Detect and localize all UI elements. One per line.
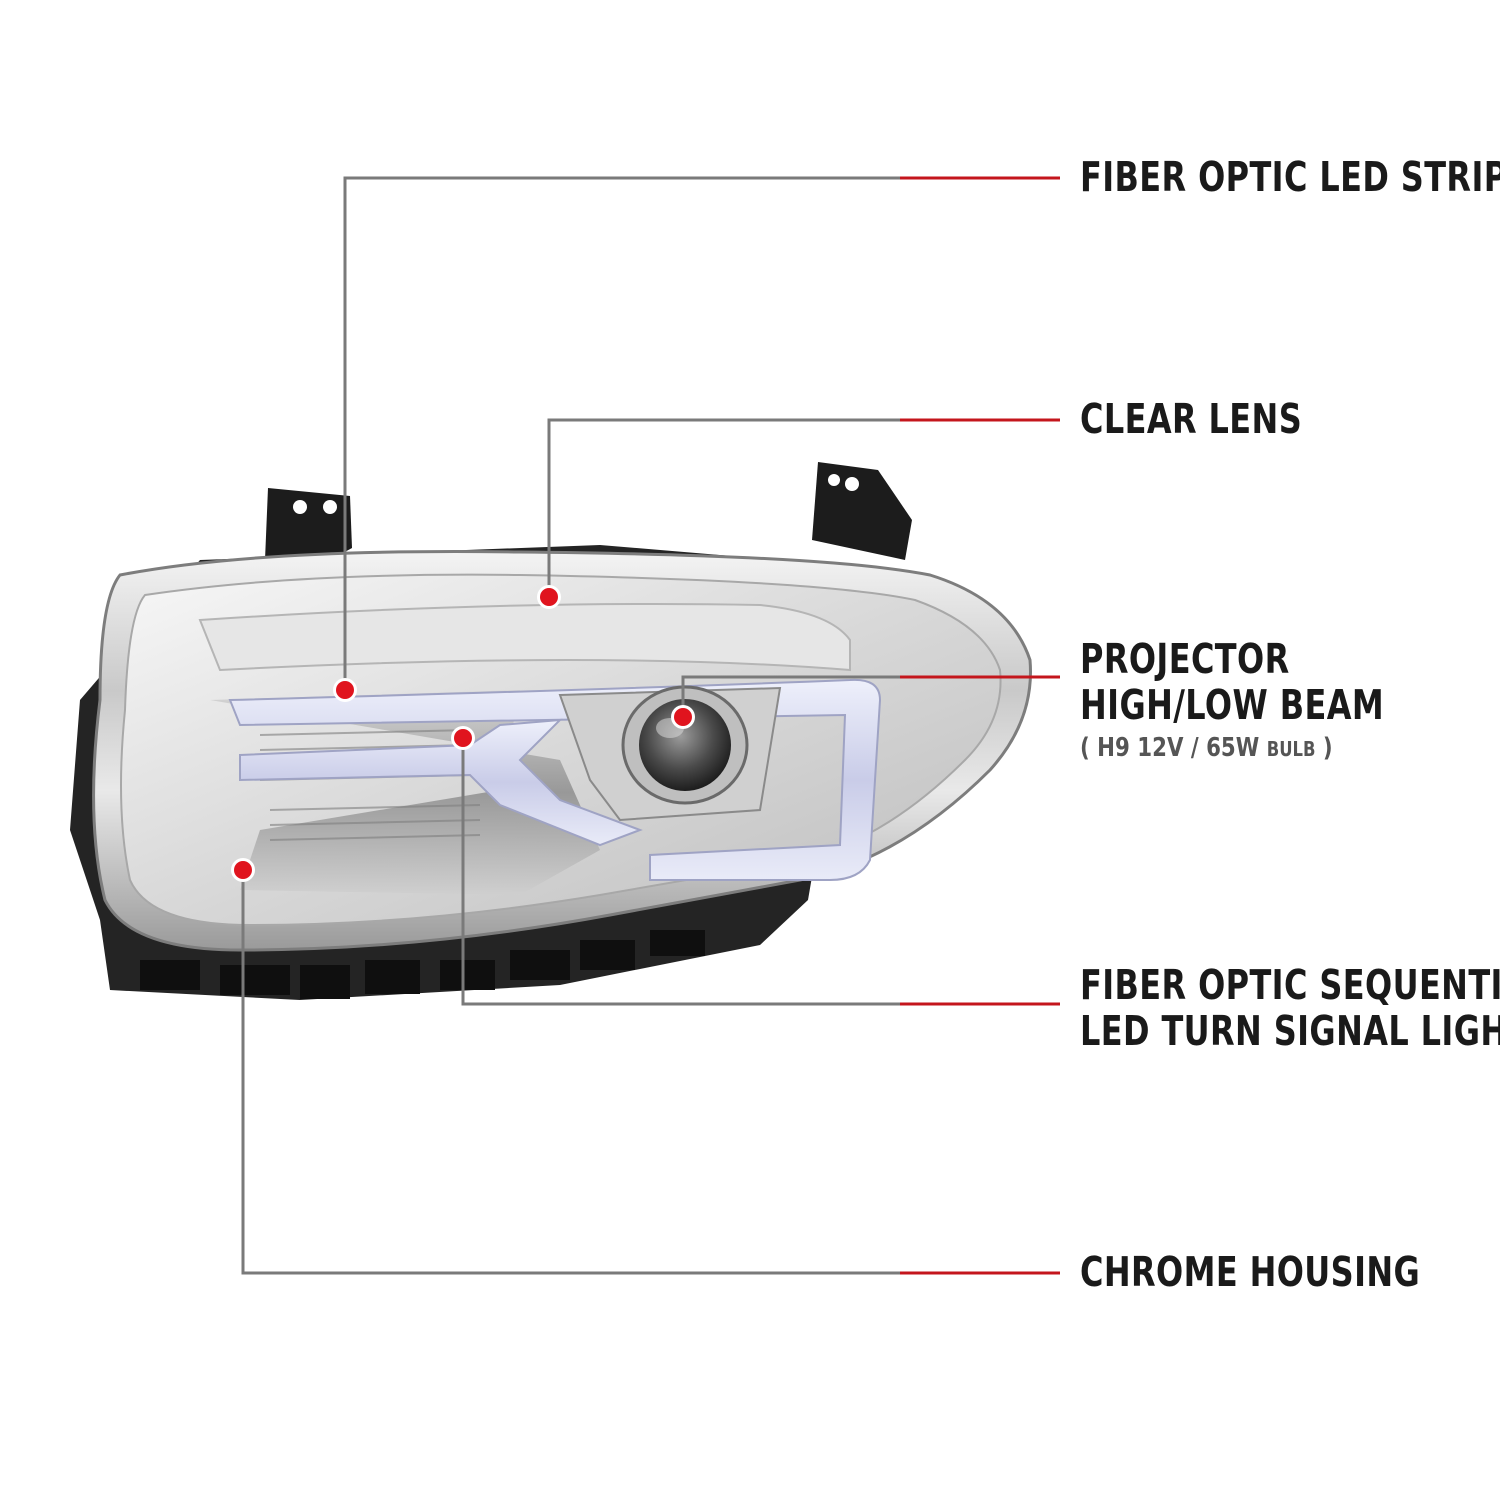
bulb-open-paren: ( bbox=[1080, 733, 1090, 763]
label-clear-lens: CLEAR LENS bbox=[1080, 395, 1303, 443]
bulb-word: BULB bbox=[1266, 737, 1316, 761]
label-projector: PROJECTOR HIGH/LOW BEAM bbox=[1080, 635, 1385, 729]
label-chrome-housing: CHROME HOUSING bbox=[1080, 1248, 1421, 1296]
fiber-optic-led-strip bbox=[228, 678, 882, 881]
label-projector-line1: PROJECTOR bbox=[1080, 635, 1290, 683]
bulb-main: H9 12V / 65W bbox=[1097, 733, 1260, 763]
lens-brow bbox=[198, 603, 851, 672]
mounting-tabs bbox=[265, 462, 912, 560]
label-fiber-optic-led-strip: FIBER OPTIC LED STRIP bbox=[1080, 153, 1500, 201]
label-sequential-line2: LED TURN SIGNAL LIGHTS bbox=[1080, 1006, 1500, 1055]
sequential-turn-signal-strip bbox=[239, 718, 643, 847]
dot-clear-lens bbox=[537, 585, 561, 609]
bulb-close-paren: ) bbox=[1322, 733, 1333, 763]
label-sequential-line1: FIBER OPTIC SEQUENTIAL bbox=[1080, 961, 1500, 1009]
label-bulb-spec: ( H9 12V / 65W BULB ) bbox=[1080, 733, 1333, 763]
label-projector-line2: HIGH/LOW BEAM bbox=[1080, 680, 1385, 729]
indicator-dots bbox=[231, 585, 695, 882]
projector-housing bbox=[558, 685, 782, 822]
label-sequential: FIBER OPTIC SEQUENTIAL LED TURN SIGNAL L… bbox=[1080, 961, 1500, 1055]
dot-projector bbox=[671, 705, 695, 729]
dot-sequential bbox=[451, 726, 475, 750]
leader-lines bbox=[241, 176, 1060, 1275]
dot-fiber-optic-strip bbox=[333, 678, 357, 702]
dot-chrome-housing bbox=[231, 858, 255, 882]
